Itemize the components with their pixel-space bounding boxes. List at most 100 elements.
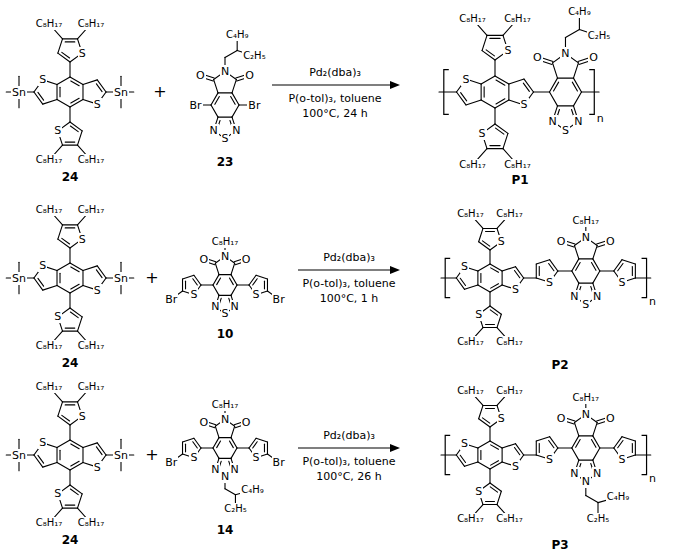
bond-line bbox=[479, 419, 490, 427]
bond-line bbox=[574, 423, 578, 436]
atom-label: N bbox=[231, 124, 241, 137]
bond-line bbox=[201, 447, 213, 448]
bond-line bbox=[219, 274, 231, 275]
atom-label: Sn bbox=[11, 449, 27, 462]
atom-label: Br bbox=[189, 99, 203, 112]
atom-label: O bbox=[588, 51, 599, 64]
substituent-label: C₂H₅ bbox=[586, 513, 611, 525]
bond-line bbox=[65, 404, 75, 405]
atom-label: O bbox=[199, 416, 210, 429]
atom-label: S bbox=[618, 276, 627, 289]
atom-label: S bbox=[474, 308, 483, 321]
atom-label: S bbox=[497, 412, 506, 425]
substituent-label: C₈H₁₇ bbox=[456, 385, 485, 397]
substituent-label: C₈H₁₇ bbox=[495, 336, 524, 348]
plus-sign: + bbox=[145, 447, 158, 463]
bond-line bbox=[479, 242, 490, 250]
atom-label: Br bbox=[272, 293, 286, 306]
substituent-label: C₈H₁₇ bbox=[503, 13, 532, 25]
bond-line bbox=[483, 405, 497, 406]
substituent-label: C₈H₁₇ bbox=[35, 340, 64, 352]
bond-line bbox=[96, 84, 102, 92]
bond-line bbox=[213, 438, 219, 448]
bond-line bbox=[572, 448, 579, 460]
bond-line bbox=[486, 50, 494, 56]
bond-line bbox=[62, 415, 70, 421]
bond-line bbox=[461, 93, 467, 101]
bond-line bbox=[524, 79, 533, 92]
atom-label: N bbox=[569, 290, 579, 303]
bond-line bbox=[483, 504, 497, 505]
bond-line bbox=[486, 408, 495, 409]
compound-number: 23 bbox=[217, 156, 234, 168]
substituent-label: C₈H₁₇ bbox=[77, 204, 106, 216]
bond-line bbox=[490, 441, 502, 448]
condition-text: Pd₂(dba)₃ bbox=[323, 430, 375, 441]
bond-line bbox=[213, 285, 219, 295]
bond-line bbox=[58, 239, 70, 248]
bond-line bbox=[215, 263, 219, 274]
bond-line bbox=[573, 92, 581, 106]
atom-label: N bbox=[209, 124, 219, 137]
bond-line bbox=[557, 105, 573, 106]
bond-line bbox=[63, 508, 78, 509]
bond-line bbox=[514, 447, 519, 454]
bond-line bbox=[591, 440, 595, 448]
bond-line bbox=[614, 260, 622, 271]
bond-line bbox=[249, 275, 256, 285]
bond-line bbox=[558, 447, 572, 448]
atom-label: N bbox=[230, 463, 240, 476]
bond-line bbox=[231, 438, 237, 448]
bond-line bbox=[466, 100, 481, 105]
bond-line bbox=[97, 80, 106, 92]
atom-label: N bbox=[581, 408, 591, 421]
atom-label: S bbox=[53, 310, 62, 323]
bond-line bbox=[214, 80, 218, 93]
plus-sign: + bbox=[153, 84, 166, 100]
bond-line bbox=[215, 426, 219, 437]
condition-text: Pd₂(dba)₃ bbox=[309, 67, 361, 78]
atom-label: S bbox=[78, 47, 87, 60]
bond-line bbox=[56, 85, 57, 100]
bond-line bbox=[70, 122, 82, 131]
atom-label: S bbox=[53, 124, 62, 137]
bond-line bbox=[231, 285, 237, 295]
bond-line bbox=[487, 35, 503, 36]
bond-line bbox=[572, 259, 579, 271]
bond-line bbox=[487, 148, 503, 149]
substituent-label: C₈H₁₇ bbox=[77, 517, 106, 529]
bond-line bbox=[194, 438, 201, 448]
bond-line bbox=[70, 308, 82, 317]
bond-line bbox=[65, 505, 75, 506]
bond-line bbox=[614, 437, 622, 448]
bond-line bbox=[479, 405, 483, 418]
bond-line bbox=[593, 246, 597, 259]
bond-line bbox=[539, 444, 540, 453]
bond-line bbox=[232, 105, 239, 117]
bond-line bbox=[58, 225, 63, 239]
bond-line bbox=[43, 463, 57, 468]
atom-label: O bbox=[244, 69, 255, 82]
bond-line bbox=[59, 87, 60, 97]
atom-label: N bbox=[592, 467, 602, 480]
bond-line bbox=[70, 77, 83, 85]
bond-line bbox=[572, 436, 579, 448]
bond-line bbox=[232, 93, 239, 105]
bond-line bbox=[57, 440, 70, 448]
bond-line bbox=[57, 463, 70, 471]
atom-label: S bbox=[93, 284, 102, 297]
bond-line bbox=[496, 80, 505, 85]
bond-line bbox=[491, 284, 499, 288]
bond-line bbox=[63, 38, 78, 39]
bond-line bbox=[441, 277, 456, 278]
substituent-label: C₈H₁₇ bbox=[495, 513, 524, 525]
bond-line bbox=[495, 76, 509, 84]
bond-line bbox=[502, 448, 503, 462]
bond-line bbox=[69, 470, 70, 485]
bond-line bbox=[549, 440, 554, 447]
atom-label: N bbox=[210, 463, 220, 476]
bond-line bbox=[460, 278, 465, 285]
bond-line bbox=[215, 97, 219, 105]
substituent-label: C₈H₁₇ bbox=[572, 215, 601, 227]
bond-line bbox=[229, 441, 233, 448]
